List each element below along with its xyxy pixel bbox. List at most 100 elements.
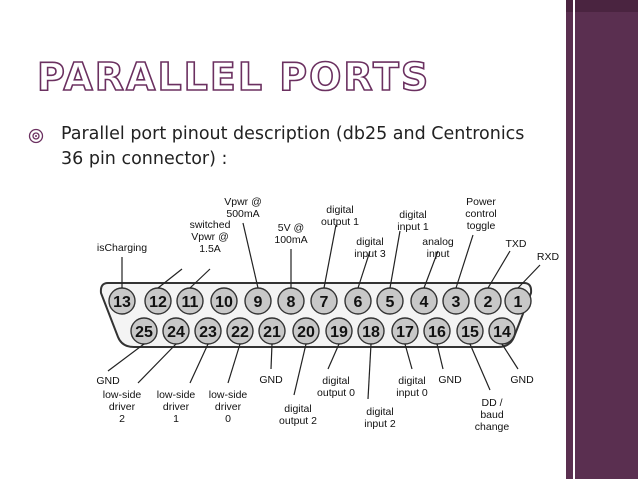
pin-label-0: isCharging [97, 242, 147, 254]
pin-label-20: GND [438, 374, 462, 386]
pin-label-line: 2 [119, 413, 125, 425]
bullet-item: Parallel port pinout description (db25 a… [28, 122, 548, 172]
leader-line-pin-25 [107, 343, 145, 372]
target-bullet-icon [28, 128, 44, 144]
pin-22-number: 22 [231, 324, 249, 341]
pin-10-number: 10 [215, 294, 233, 311]
pin-14-number: 14 [493, 324, 511, 341]
pin-4-number: 4 [420, 294, 429, 311]
pin-label-line: output 0 [317, 387, 355, 399]
pin-7-number: 7 [320, 294, 329, 311]
leader-line-pin-5 [389, 230, 401, 289]
pin-label-line: input 0 [396, 387, 428, 399]
pin-label-line: output 1 [321, 216, 359, 228]
leader-line-pin-6 [357, 250, 371, 289]
pin-1-number: 1 [514, 294, 523, 311]
pin-label-9: TXD [506, 238, 527, 250]
pin-label-line: digital [322, 375, 349, 387]
pin-label-line: analog [422, 236, 454, 248]
leader-line-pin-15 [469, 343, 491, 391]
pin-label-22: GND [510, 374, 534, 386]
pin-21-number: 21 [263, 324, 281, 341]
leader-line-pin-23 [189, 343, 209, 384]
pin-label-line: GND [96, 375, 120, 387]
pin-label-line: change [475, 421, 510, 433]
leader-line-pin-19 [327, 343, 340, 370]
leader-line-pin-17 [404, 343, 413, 370]
pin-label-line: switched [190, 219, 231, 231]
leader-line-pin-11 [189, 268, 211, 289]
pin-13-number: 13 [113, 294, 131, 311]
pin-label-line: RXD [537, 251, 560, 263]
pin-label-15: GND [259, 374, 283, 386]
pin-6-number: 6 [354, 294, 363, 311]
pin-label-line: 1 [173, 413, 179, 425]
pin-label-line: baud [480, 409, 504, 421]
pin-label-line: 1.5A [199, 243, 221, 255]
leader-line-pin-2 [487, 250, 511, 289]
leader-line-pin-21 [270, 343, 273, 370]
pin-label-line: Vpwr @ [191, 231, 229, 243]
pin-label-line: toggle [467, 220, 496, 232]
pin-16-number: 16 [428, 324, 446, 341]
slide-title: PARALLEL PORTS [36, 55, 431, 99]
bullet-text: Parallel port pinout description (db25 a… [61, 124, 525, 169]
pin-label-line: low-side [103, 389, 142, 401]
pin-label-line: digital [326, 204, 353, 216]
leader-line-pin-3 [455, 234, 474, 289]
pin-label-line: digital [356, 236, 383, 248]
leader-line-pin-1 [517, 264, 541, 289]
pin-label-line: digital [399, 209, 426, 221]
leader-line-pin-16 [436, 343, 444, 370]
pin-label-line: driver [163, 401, 190, 413]
pin-11-number: 11 [182, 294, 199, 311]
pin-label-line: 0 [225, 413, 231, 425]
pin-19-number: 19 [330, 324, 348, 341]
pin-8-number: 8 [287, 294, 296, 311]
pin-label-line: Vpwr @ [224, 196, 262, 208]
accent-stripe-cap [566, 0, 638, 12]
pin-label-line: TXD [506, 238, 527, 250]
leader-line-pin-12 [157, 268, 183, 289]
pin-label-line: Power [466, 196, 496, 208]
pin-label-line: 100mA [274, 234, 307, 246]
pin-label-line: control [465, 208, 497, 220]
pin-label-line: digital [284, 403, 311, 415]
pin-label-line: GND [259, 374, 283, 386]
pin-label-line: 5V @ [278, 222, 304, 234]
pin-10-circle [210, 287, 238, 315]
leader-line-pin-4 [423, 250, 439, 289]
pin-label-line: GND [438, 374, 462, 386]
pin-5-number: 5 [386, 294, 395, 311]
pin-label-line: input 1 [397, 221, 429, 233]
pin-label-line: input 2 [364, 418, 396, 430]
pin-23-number: 23 [199, 324, 217, 341]
pin-label-line: driver [215, 401, 242, 413]
pin-label-line: output 2 [279, 415, 317, 427]
pin-label-line: input [427, 248, 450, 260]
pin-25-number: 25 [135, 324, 153, 341]
pin-label-line: low-side [157, 389, 196, 401]
pin-label-11: GND [96, 375, 120, 387]
pin-18-number: 18 [362, 324, 380, 341]
pin-label-line: isCharging [97, 242, 147, 254]
pin-label-line: digital [366, 406, 393, 418]
pin-24-number: 24 [167, 324, 185, 341]
accent-stripe-line [573, 0, 575, 479]
leader-line-pin-14 [501, 343, 519, 370]
pin-label-10: RXD [537, 251, 560, 263]
leader-line-pin-22 [227, 343, 241, 384]
pin-label-line: driver [109, 401, 136, 413]
